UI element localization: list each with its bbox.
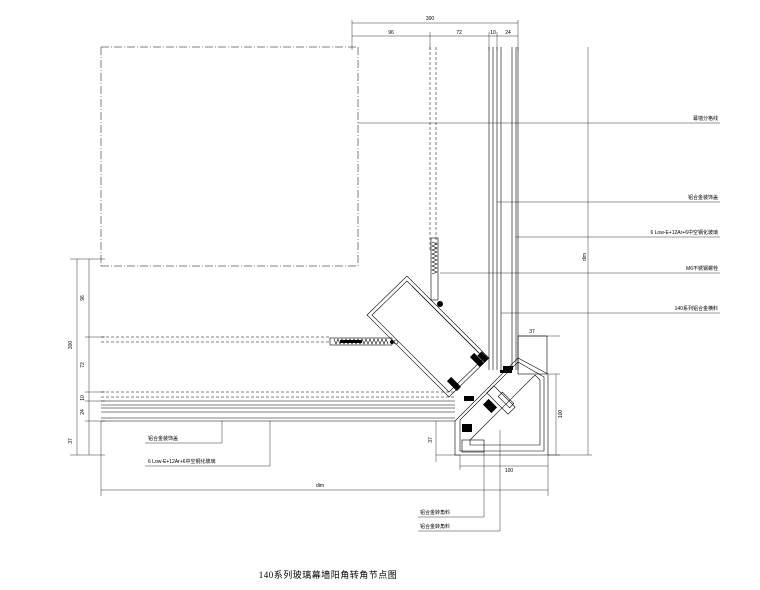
top-seg3-dim: 10 bbox=[490, 30, 496, 36]
callout-bolt: M6不锈钢螺栓 bbox=[686, 265, 718, 272]
corner-assembly bbox=[366, 275, 549, 456]
callout-glass-vertical: 6 Low-E+12Ar+6中空钢化玻璃 bbox=[650, 229, 718, 236]
drawing-title: 140系列玻璃幕墙阳角转角节点图 bbox=[259, 569, 398, 580]
callout-cover-cap: 铝合金装饰盖 bbox=[688, 194, 718, 201]
left-seg1-dim: 96 bbox=[80, 295, 86, 301]
bottom-dimensions: dim 100 37 bbox=[100, 421, 549, 496]
left-seg3-dim: 10 bbox=[80, 395, 86, 401]
left-seg2-dim: 72 bbox=[80, 362, 86, 368]
bottom-100-dim: 100 bbox=[505, 468, 514, 474]
right-100-dim: 100 bbox=[558, 410, 564, 419]
top-seg1-dim: 96 bbox=[388, 30, 394, 36]
callout-glass-horizontal: 6 Low-E+12Ar+6中空钢化玻璃 bbox=[148, 458, 216, 465]
callout-grid-line: 幕墙分格线 bbox=[693, 115, 718, 122]
callout-cover-cap-left: 铝合金装饰盖 bbox=[148, 435, 178, 442]
left-seg5-dim: 37 bbox=[68, 438, 74, 444]
left-seg4-dim: 24 bbox=[80, 409, 86, 415]
left-total-dim: 300 bbox=[68, 341, 74, 350]
callout-corner-profile-1: 铝合金转角料 bbox=[420, 509, 450, 516]
top-dimension-chain: 300 96 72 10 24 bbox=[351, 16, 519, 50]
top-total-dim: 300 bbox=[426, 16, 435, 22]
module-grid-lines bbox=[100, 46, 359, 267]
bottom-37-dim: 37 bbox=[428, 437, 434, 443]
top-seg2-dim: 72 bbox=[456, 30, 462, 36]
right-dimensions: 37 100 dim bbox=[518, 47, 592, 456]
callout-corner-profile-2: 铝合金转角料 bbox=[420, 523, 450, 530]
right-37-dim: 37 bbox=[529, 329, 535, 335]
left-dimension-chain: 300 96 72 10 24 37 bbox=[68, 258, 105, 456]
horizontal-wall-assembly bbox=[101, 336, 455, 422]
vertical-wall-assembly bbox=[429, 47, 519, 373]
callout-mullion: 140系列铝合金横料 bbox=[675, 305, 718, 312]
right-callouts: 幕墙分格线 铝合金装饰盖 6 Low-E+12Ar+6中空钢化玻璃 M6不锈钢螺… bbox=[358, 115, 720, 314]
right-dim-dim: dim bbox=[582, 253, 588, 261]
left-callouts: 铝合金装饰盖 6 Low-E+12Ar+6中空钢化玻璃 铝合金转角料 铝合金转角… bbox=[145, 421, 501, 532]
bottom-dim-dim: dim bbox=[316, 483, 324, 489]
top-seg4-dim: 24 bbox=[505, 30, 511, 36]
